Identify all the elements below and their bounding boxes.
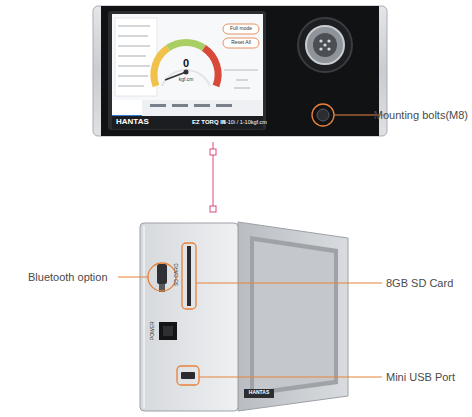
switch-marking: POWER [149,322,155,341]
screen-button-text: Full mode [230,26,252,32]
callout-label: 8GB SD Card [386,277,453,289]
brand-logo: HANTAS [116,118,149,127]
model-name: EZ TORQ III [192,119,225,126]
port-marking: SD CARD [173,264,179,287]
screen-button-text: Reset All [231,40,251,46]
gauge-value: 0 [183,57,189,69]
gauge-unit: kgf.cm [179,77,194,83]
callout-label: Bluetooth option [28,271,108,283]
model-range: N-10i / 1-10kgf.cm [222,119,267,125]
brand-logo: HANTAS [249,390,269,396]
callout-label: Mounting bolts(M8) [374,109,468,121]
callout-label: Mini USB Port [386,371,455,383]
